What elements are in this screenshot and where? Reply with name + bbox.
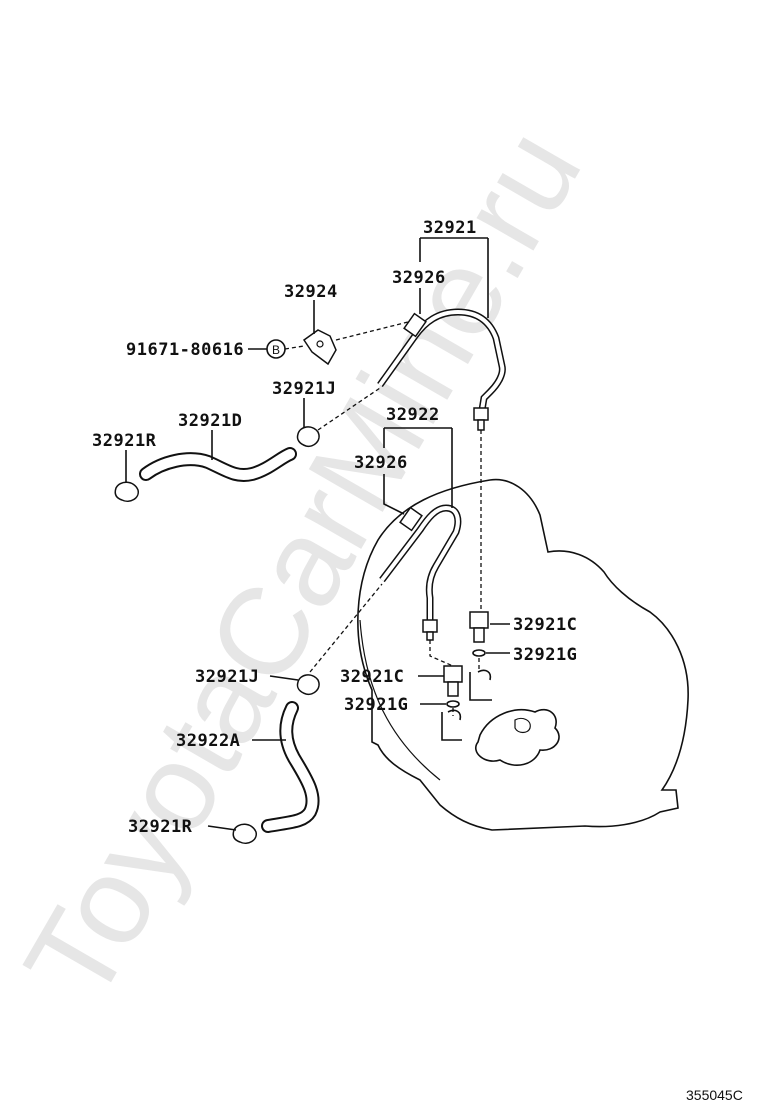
dash-clamp-pipe-mid bbox=[309, 583, 383, 673]
housing-inner-line bbox=[359, 619, 441, 781]
pipe-32922-nut bbox=[422, 619, 438, 633]
union-32921C-right bbox=[469, 611, 489, 629]
callout-32926-top: 32926 bbox=[392, 268, 446, 288]
grommet-32926-mid bbox=[399, 506, 423, 532]
dash-bracket-grommet bbox=[335, 321, 409, 341]
callout-32921C-mid: 32921C bbox=[340, 667, 404, 687]
hose-32922A-inner bbox=[263, 703, 318, 831]
clamp-32921J-top bbox=[296, 426, 320, 448]
breather-port-right bbox=[469, 669, 492, 701]
bracket-32924-hole bbox=[316, 340, 324, 348]
callout-32921C-right: 32921C bbox=[513, 615, 577, 635]
breather-port-left bbox=[441, 709, 462, 741]
pipe-32921-tip bbox=[477, 419, 485, 431]
clamp-32921R-bottom bbox=[232, 823, 257, 844]
gasket-32921G-mid bbox=[446, 700, 460, 708]
union-32921C-mid-stem bbox=[447, 681, 459, 697]
callout-32924: 32924 bbox=[284, 282, 338, 302]
callout-32921R-bottom: 32921R bbox=[128, 817, 193, 837]
pipe-32921-nut bbox=[473, 407, 489, 421]
bolt-b-letter: B bbox=[272, 343, 280, 357]
leader-32926-mid bbox=[383, 474, 405, 515]
callout-32921G-right: 32921G bbox=[513, 645, 577, 665]
figure-number: 355045C bbox=[686, 1087, 743, 1103]
flange-detail bbox=[475, 708, 560, 766]
callout-32921G-mid: 32921G bbox=[344, 695, 408, 715]
dash-clamp-pipe-top bbox=[317, 387, 381, 431]
clamp-32921R-top bbox=[114, 481, 139, 502]
transmission-housing-outline bbox=[357, 478, 689, 831]
grommet-32926-top bbox=[403, 312, 427, 338]
leader-32921J-bottom bbox=[269, 675, 299, 681]
leader-32922 bbox=[383, 427, 453, 508]
callout-32926-mid: 32926 bbox=[354, 453, 408, 473]
callout-32922A: 32922A bbox=[176, 731, 240, 751]
leader-32921R-bottom bbox=[207, 825, 237, 831]
callout-32922: 32922 bbox=[386, 405, 440, 425]
callout-32921J-top: 32921J bbox=[272, 379, 336, 399]
union-32921C-right-stem bbox=[473, 627, 485, 643]
callout-32921R-top: 32921R bbox=[92, 431, 157, 451]
watermark: ToyotaCarMine.ru bbox=[0, 107, 608, 1024]
leader-32921 bbox=[419, 237, 489, 318]
dash-bolt-bracket bbox=[284, 345, 305, 350]
callout-91671-80616: 91671-80616 bbox=[126, 340, 244, 360]
callout-32921J-bottom: 32921J bbox=[195, 667, 259, 687]
gasket-32921G-right bbox=[472, 649, 486, 657]
pipe-32922-inner bbox=[380, 505, 460, 620]
callout-32921D: 32921D bbox=[178, 411, 242, 431]
clamp-32921J-bottom bbox=[296, 674, 320, 696]
union-32921C-mid bbox=[443, 665, 463, 683]
hose-32921D-inner bbox=[141, 449, 295, 480]
flange-hole bbox=[514, 717, 531, 734]
pipe-32921-inner bbox=[378, 309, 505, 411]
callout-32921: 32921 bbox=[423, 218, 477, 238]
dash-pipe32922-union bbox=[429, 640, 454, 667]
pipe-32922-tip bbox=[426, 631, 434, 641]
